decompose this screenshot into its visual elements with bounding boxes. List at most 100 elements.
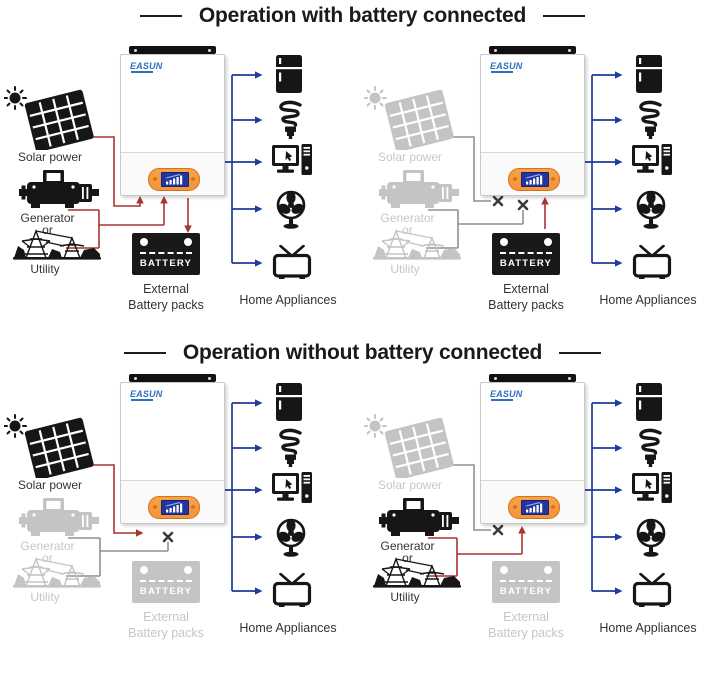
inverter-display (508, 496, 560, 519)
solar-panel-icon (364, 86, 456, 150)
solar-power-label: Solar power (377, 478, 443, 492)
solar-flow-line (90, 136, 141, 207)
utility-label: Utility (30, 590, 60, 604)
inverter-mount-bar (489, 46, 576, 54)
battery-text: BATTERY (139, 586, 193, 597)
generator-icon (378, 498, 460, 538)
inverter-unit: EASUN (120, 372, 225, 524)
home-appliances-label: Home Appliances (239, 621, 337, 635)
generator-arrowhead (160, 196, 168, 204)
appliance-feed-tree (585, 399, 623, 595)
section-title-without-battery: Operation without battery connected (0, 341, 725, 365)
panel-with-battery-backup: Solar power Generator or Utility EASUN (360, 30, 725, 342)
utility-icon (372, 556, 462, 588)
refrigerator-icon (276, 55, 302, 93)
section-title-text: Operation with battery connected (198, 4, 527, 27)
title-dash-left (139, 15, 182, 17)
generator-disconnect-x (162, 531, 174, 543)
flow-wires (426, 399, 623, 595)
inverter-mount-bar (129, 46, 216, 54)
refrigerator-icon (636, 383, 662, 421)
battery-icon: BATTERY (132, 233, 200, 275)
flow-wires (66, 71, 263, 267)
battery-text: BATTERY (139, 258, 193, 269)
battery-caption: External Battery packs (488, 610, 564, 640)
cfl-bulb-icon (637, 428, 664, 468)
battery-caption: External Battery packs (488, 282, 564, 312)
refrigerator-icon (276, 383, 302, 421)
generator-icon (18, 170, 100, 210)
generator-flow-line (66, 537, 169, 577)
battery-text: BATTERY (499, 258, 553, 269)
panel-with-battery-normal: Solar power Generator or Utility EASUN (0, 30, 365, 342)
flow-wires (426, 71, 623, 267)
utility-label: Utility (390, 262, 420, 276)
fan-icon (634, 518, 668, 558)
solar-disconnect-x (492, 195, 504, 207)
brand-logo: EASUN (490, 61, 523, 73)
panel-solar-only: Solar power Generator or Utility EASUN (0, 358, 365, 670)
utility-label: Utility (30, 262, 60, 276)
cfl-bulb-icon (277, 100, 304, 140)
panel-generator-only: Solar power Generator or Utility EASUN (360, 358, 725, 670)
utility-icon (372, 228, 462, 260)
or-label: or (402, 223, 413, 237)
cfl-bulb-icon (637, 100, 664, 140)
inverter-display (148, 168, 200, 191)
generator-flow-line (426, 532, 523, 577)
solar-flow-line (450, 136, 491, 202)
solar-power-label: Solar power (17, 478, 83, 492)
battery-icon: BATTERY (492, 233, 560, 275)
solar-power-label: Solar power (377, 150, 443, 164)
inverter-display (148, 496, 200, 519)
solar-panel-icon (364, 414, 456, 478)
solar-arrowhead (136, 196, 144, 204)
solar-panel-icon (4, 414, 96, 478)
television-icon (272, 245, 312, 279)
inverter-body: EASUN (480, 382, 585, 524)
inverter-mount-bar (129, 374, 216, 382)
brand-logo: EASUN (490, 389, 523, 401)
solar-flow-line (448, 464, 491, 531)
solar-arrowhead (136, 529, 144, 537)
inverter-body: EASUN (120, 54, 225, 196)
home-appliances-label: Home Appliances (599, 293, 697, 307)
television-icon (632, 245, 672, 279)
lcd-screen (521, 172, 549, 187)
brand-logo: EASUN (130, 389, 163, 401)
battery-icon: BATTERY (492, 561, 560, 603)
generator-icon (18, 498, 100, 538)
utility-icon (12, 556, 102, 588)
television-icon (632, 573, 672, 607)
appliance-feed-tree (225, 71, 263, 267)
battery-text: BATTERY (499, 586, 553, 597)
solar-flow-line (90, 464, 136, 534)
inverter-display (508, 168, 560, 191)
generator-arrowhead (518, 526, 526, 534)
battery-caption: External Battery packs (128, 282, 204, 312)
cfl-bulb-icon (277, 428, 304, 468)
appliance-feed-tree (225, 399, 263, 595)
inverter-unit: EASUN (120, 44, 225, 196)
refrigerator-icon (636, 55, 662, 93)
brand-logo: EASUN (130, 61, 163, 73)
appliance-feed-tree (585, 71, 623, 267)
generator-label: Generator (20, 539, 75, 553)
fan-icon (634, 190, 668, 230)
battery-icon: BATTERY (132, 561, 200, 603)
lcd-screen (161, 172, 189, 187)
section-title-text: Operation without battery connected (182, 341, 543, 364)
lcd-screen (161, 500, 189, 515)
home-appliances-label: Home Appliances (599, 621, 697, 635)
battery-discharge-arrowhead (541, 197, 549, 205)
home-appliances-label: Home Appliances (239, 293, 337, 307)
battery-charge-arrowhead (184, 225, 192, 233)
television-icon (272, 573, 312, 607)
inverter-mount-bar (489, 374, 576, 382)
utility-icon (12, 228, 102, 260)
section-title-with-battery: Operation with battery connected (0, 4, 725, 28)
computer-icon (272, 144, 312, 178)
title-dash-right (543, 15, 586, 17)
lcd-screen (521, 500, 549, 515)
